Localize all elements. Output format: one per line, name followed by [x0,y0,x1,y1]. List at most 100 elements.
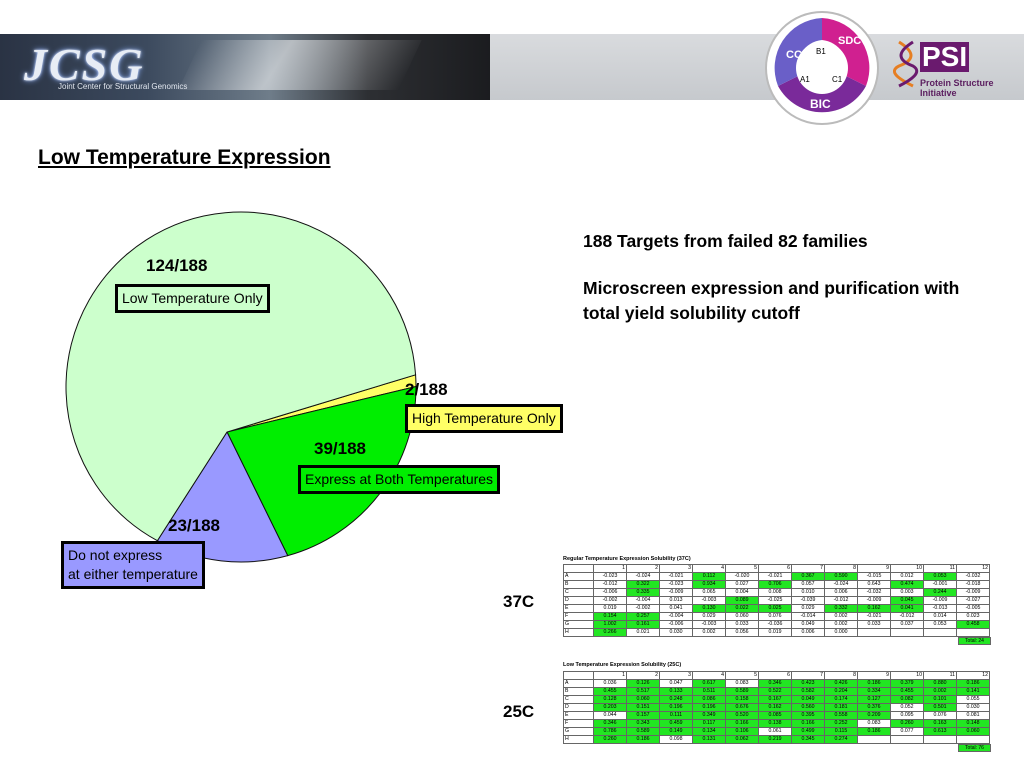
table-cell: 0.474 [890,580,924,589]
table-cell: -0.024 [824,580,858,589]
table-cell: 0.081 [956,711,990,720]
table-cell: 0.010 [791,588,825,597]
table-cell: 0.033 [857,620,891,629]
jcsg-subtitle: Joint Center for Structural Genomics [58,82,188,91]
table-cell [890,735,924,744]
table-cell: 0.057 [791,580,825,589]
pie-fraction-low: 124/188 [146,256,208,275]
table-cell: 0.027 [725,580,759,589]
table-cell: 0.423 [791,679,825,688]
table-cell: 0.041 [890,604,924,613]
info-block: 188 Targets from failed 82 families Micr… [583,229,993,348]
table-cell: 0.161 [626,620,660,629]
table-cell: 0.517 [626,687,660,696]
table-cell: 0.117 [692,719,726,728]
table-cell: 0.133 [659,687,693,696]
table-cell: 0.053 [923,572,957,581]
jcsg-logo: JCSG [24,39,145,90]
table-cell: 0.006 [791,628,825,637]
table-cell [857,628,891,637]
table-cell: 0.196 [692,703,726,712]
table-cell: 0.062 [725,735,759,744]
table-cell: 0.004 [725,588,759,597]
table-cell: 0.008 [758,588,792,597]
table-cell: 0.060 [626,695,660,704]
table-cell: 0.203 [593,703,627,712]
table-cell: 0.257 [626,612,660,621]
table-cell: -0.004 [626,596,660,605]
info-line-method: Microscreen expression and purification … [583,278,960,323]
table-cell: 0.186 [626,735,660,744]
table-cell: 0.052 [890,703,924,712]
table-cell: 0.522 [758,687,792,696]
row-header: G [563,620,594,629]
table-cell: -0.006 [593,588,627,597]
table-cell: 0.049 [791,620,825,629]
table-cell: -0.023 [593,572,627,581]
psi-logo: PSI [920,41,970,72]
column-header: 5 [725,671,759,680]
table-cell: 0.127 [857,695,891,704]
page-title: Low Temperature Expression [38,146,331,169]
column-header: 7 [791,671,825,680]
table-cell: 0.076 [923,711,957,720]
row-header: C [563,588,594,597]
dna-helix-icon [893,40,919,88]
table-cell: 0.134 [692,727,726,736]
table-cell: 0.219 [758,735,792,744]
table-cell: 0.209 [857,711,891,720]
table-cell: -0.009 [659,588,693,597]
table-cell: 0.186 [956,679,990,688]
table-cell: 0.045 [890,596,924,605]
table-cell: -0.018 [956,580,990,589]
table-cell: 0.367 [791,572,825,581]
table-25c-caption: Low Temperature Expression Solubility (2… [563,662,682,668]
table-25c-label: 25C [503,702,535,721]
row-header: E [563,604,594,613]
table-cell: -0.021 [758,572,792,581]
table-cell: 0.244 [923,588,957,597]
table-cell: -0.013 [923,604,957,613]
table-cell: 0.019 [758,628,792,637]
table-37c-caption: Regular Temperature Expression Solubilit… [563,556,691,562]
table-cell: 0.274 [824,735,858,744]
column-header: 1 [593,564,627,573]
table-cell: 0.349 [692,711,726,720]
table-cell: 0.030 [659,628,693,637]
table-cell: -0.001 [923,580,957,589]
table-cell: 0.115 [824,727,858,736]
table-cell: -0.012 [824,596,858,605]
table-cell: 0.334 [857,687,891,696]
table-cell: 0.186 [857,727,891,736]
table-cell: 0.033 [725,620,759,629]
circle-label-sdc: SDC [838,35,861,47]
column-header: 2 [626,564,660,573]
table-cell: -0.025 [758,596,792,605]
table-cell: 0.162 [758,703,792,712]
row-header: A [563,679,594,688]
column-header: 8 [824,671,858,680]
table-cell: 0.204 [824,687,858,696]
table-cell: 0.013 [659,596,693,605]
table-cell: -0.021 [659,572,693,581]
table-cell: -0.032 [857,588,891,597]
table-cell: 0.130 [692,604,726,613]
column-header: 6 [758,564,792,573]
jcsg-banner: JCSG Joint Center for Structural Genomic… [0,34,490,100]
table-37c-label: 37C [503,592,535,611]
table-cell: -0.002 [593,596,627,605]
table-cell: 0.128 [593,695,627,704]
table-cell: -0.024 [626,572,660,581]
table-cell: 0.061 [758,727,792,736]
table-cell: -0.009 [857,596,891,605]
